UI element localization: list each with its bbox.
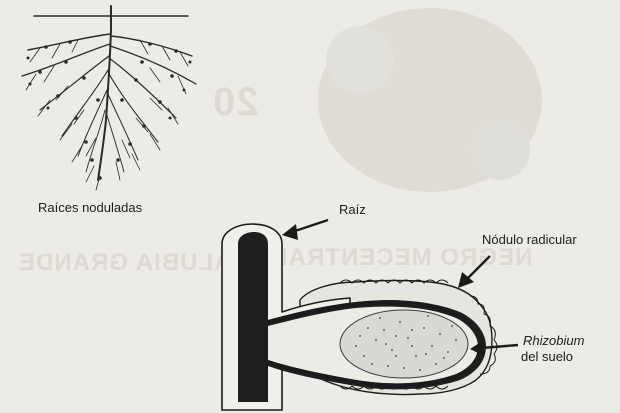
label-root: Raíz — [339, 202, 366, 218]
label-root-nodule: Nódulo radicular — [482, 232, 577, 248]
arrow-nodule — [458, 256, 490, 288]
bleed-blotch — [318, 8, 542, 192]
label-rhizobium-soil: del suelo — [521, 349, 584, 365]
nodulated-roots-illustration — [22, 6, 196, 190]
label-rhizobium: Rhizobium del suelo — [523, 333, 584, 365]
label-nodulated-roots: Raíces noduladas — [38, 200, 142, 216]
label-rhizobium-name: Rhizobium — [523, 333, 584, 349]
arrow-root — [282, 220, 328, 240]
root-nodule-cross-section — [222, 224, 497, 410]
